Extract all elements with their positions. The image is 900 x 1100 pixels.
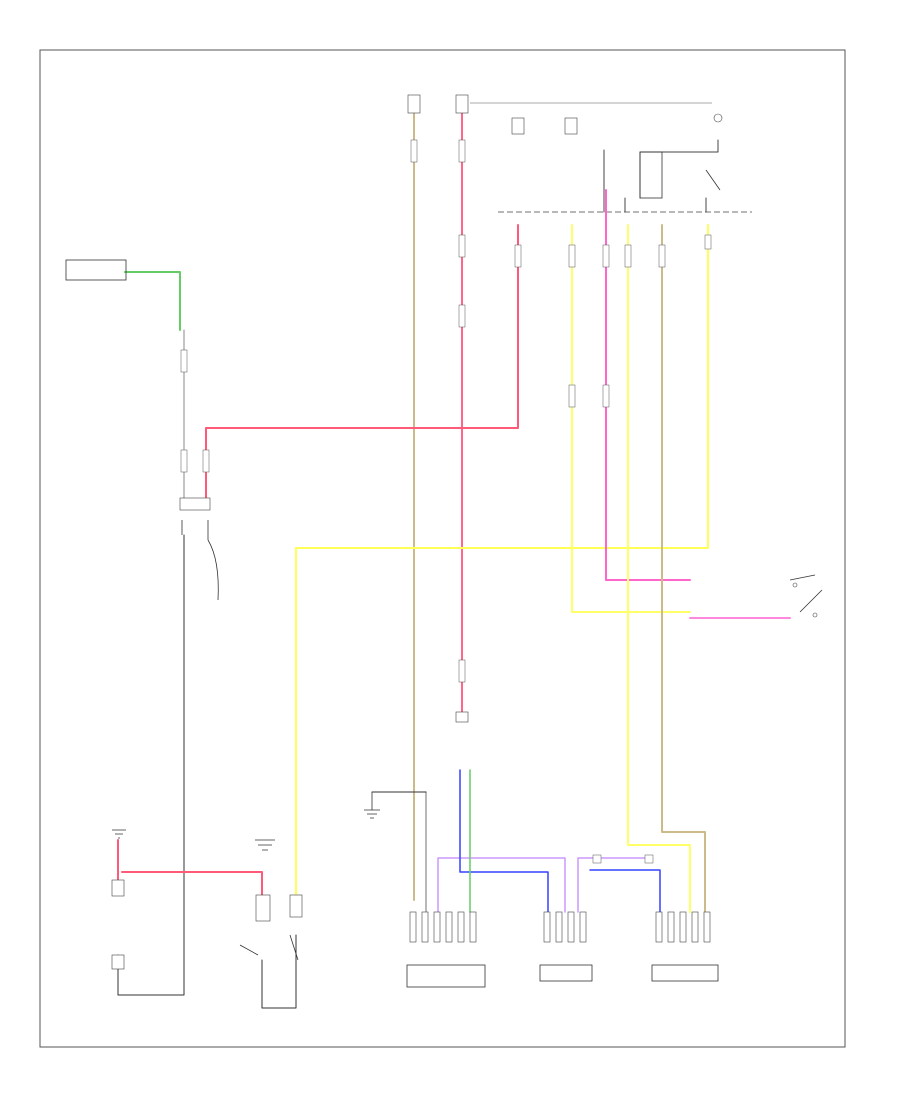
wire-green-bcm <box>124 271 181 331</box>
wire-blue-traction <box>589 869 661 913</box>
battery-sensor <box>179 497 219 601</box>
wire-blue-ecm <box>459 769 549 913</box>
wire-black-battery-loop <box>117 534 185 996</box>
wire-black-starter-loop <box>261 934 297 1009</box>
starter-motor <box>111 829 126 970</box>
wire-yellow-starter <box>295 224 709 913</box>
ecm-connectors <box>409 911 477 943</box>
clutch-pedal-switch <box>789 574 823 618</box>
ground-left <box>364 792 380 819</box>
relay-top-right <box>639 113 723 199</box>
wires <box>117 109 791 1009</box>
gearbox-module <box>539 911 593 982</box>
fuse-top-center <box>455 94 469 114</box>
wire-violet-ecm <box>437 857 566 913</box>
inline-connectors <box>180 139 712 864</box>
fuse-top-left <box>407 94 421 114</box>
traction-control-module <box>651 911 719 982</box>
fuse-top-right-1 <box>511 117 525 135</box>
wire-yellow-clutch <box>571 224 691 613</box>
wire-red-battery <box>205 224 519 499</box>
diagram-frame <box>39 49 846 1048</box>
wire-yellow-traction <box>627 224 691 913</box>
splice-center <box>455 711 469 723</box>
body-control-module-box <box>65 259 127 281</box>
starter-relay <box>239 839 303 961</box>
wire-relay-top <box>603 139 719 213</box>
wire-violet-gearbox <box>577 857 651 913</box>
wire-tan-traction <box>661 224 706 913</box>
engine-control-module <box>406 911 486 988</box>
wire-red-starter-relay <box>117 839 263 913</box>
fuse-top-right-2 <box>564 117 578 135</box>
wire-pink-clutch <box>605 189 691 581</box>
